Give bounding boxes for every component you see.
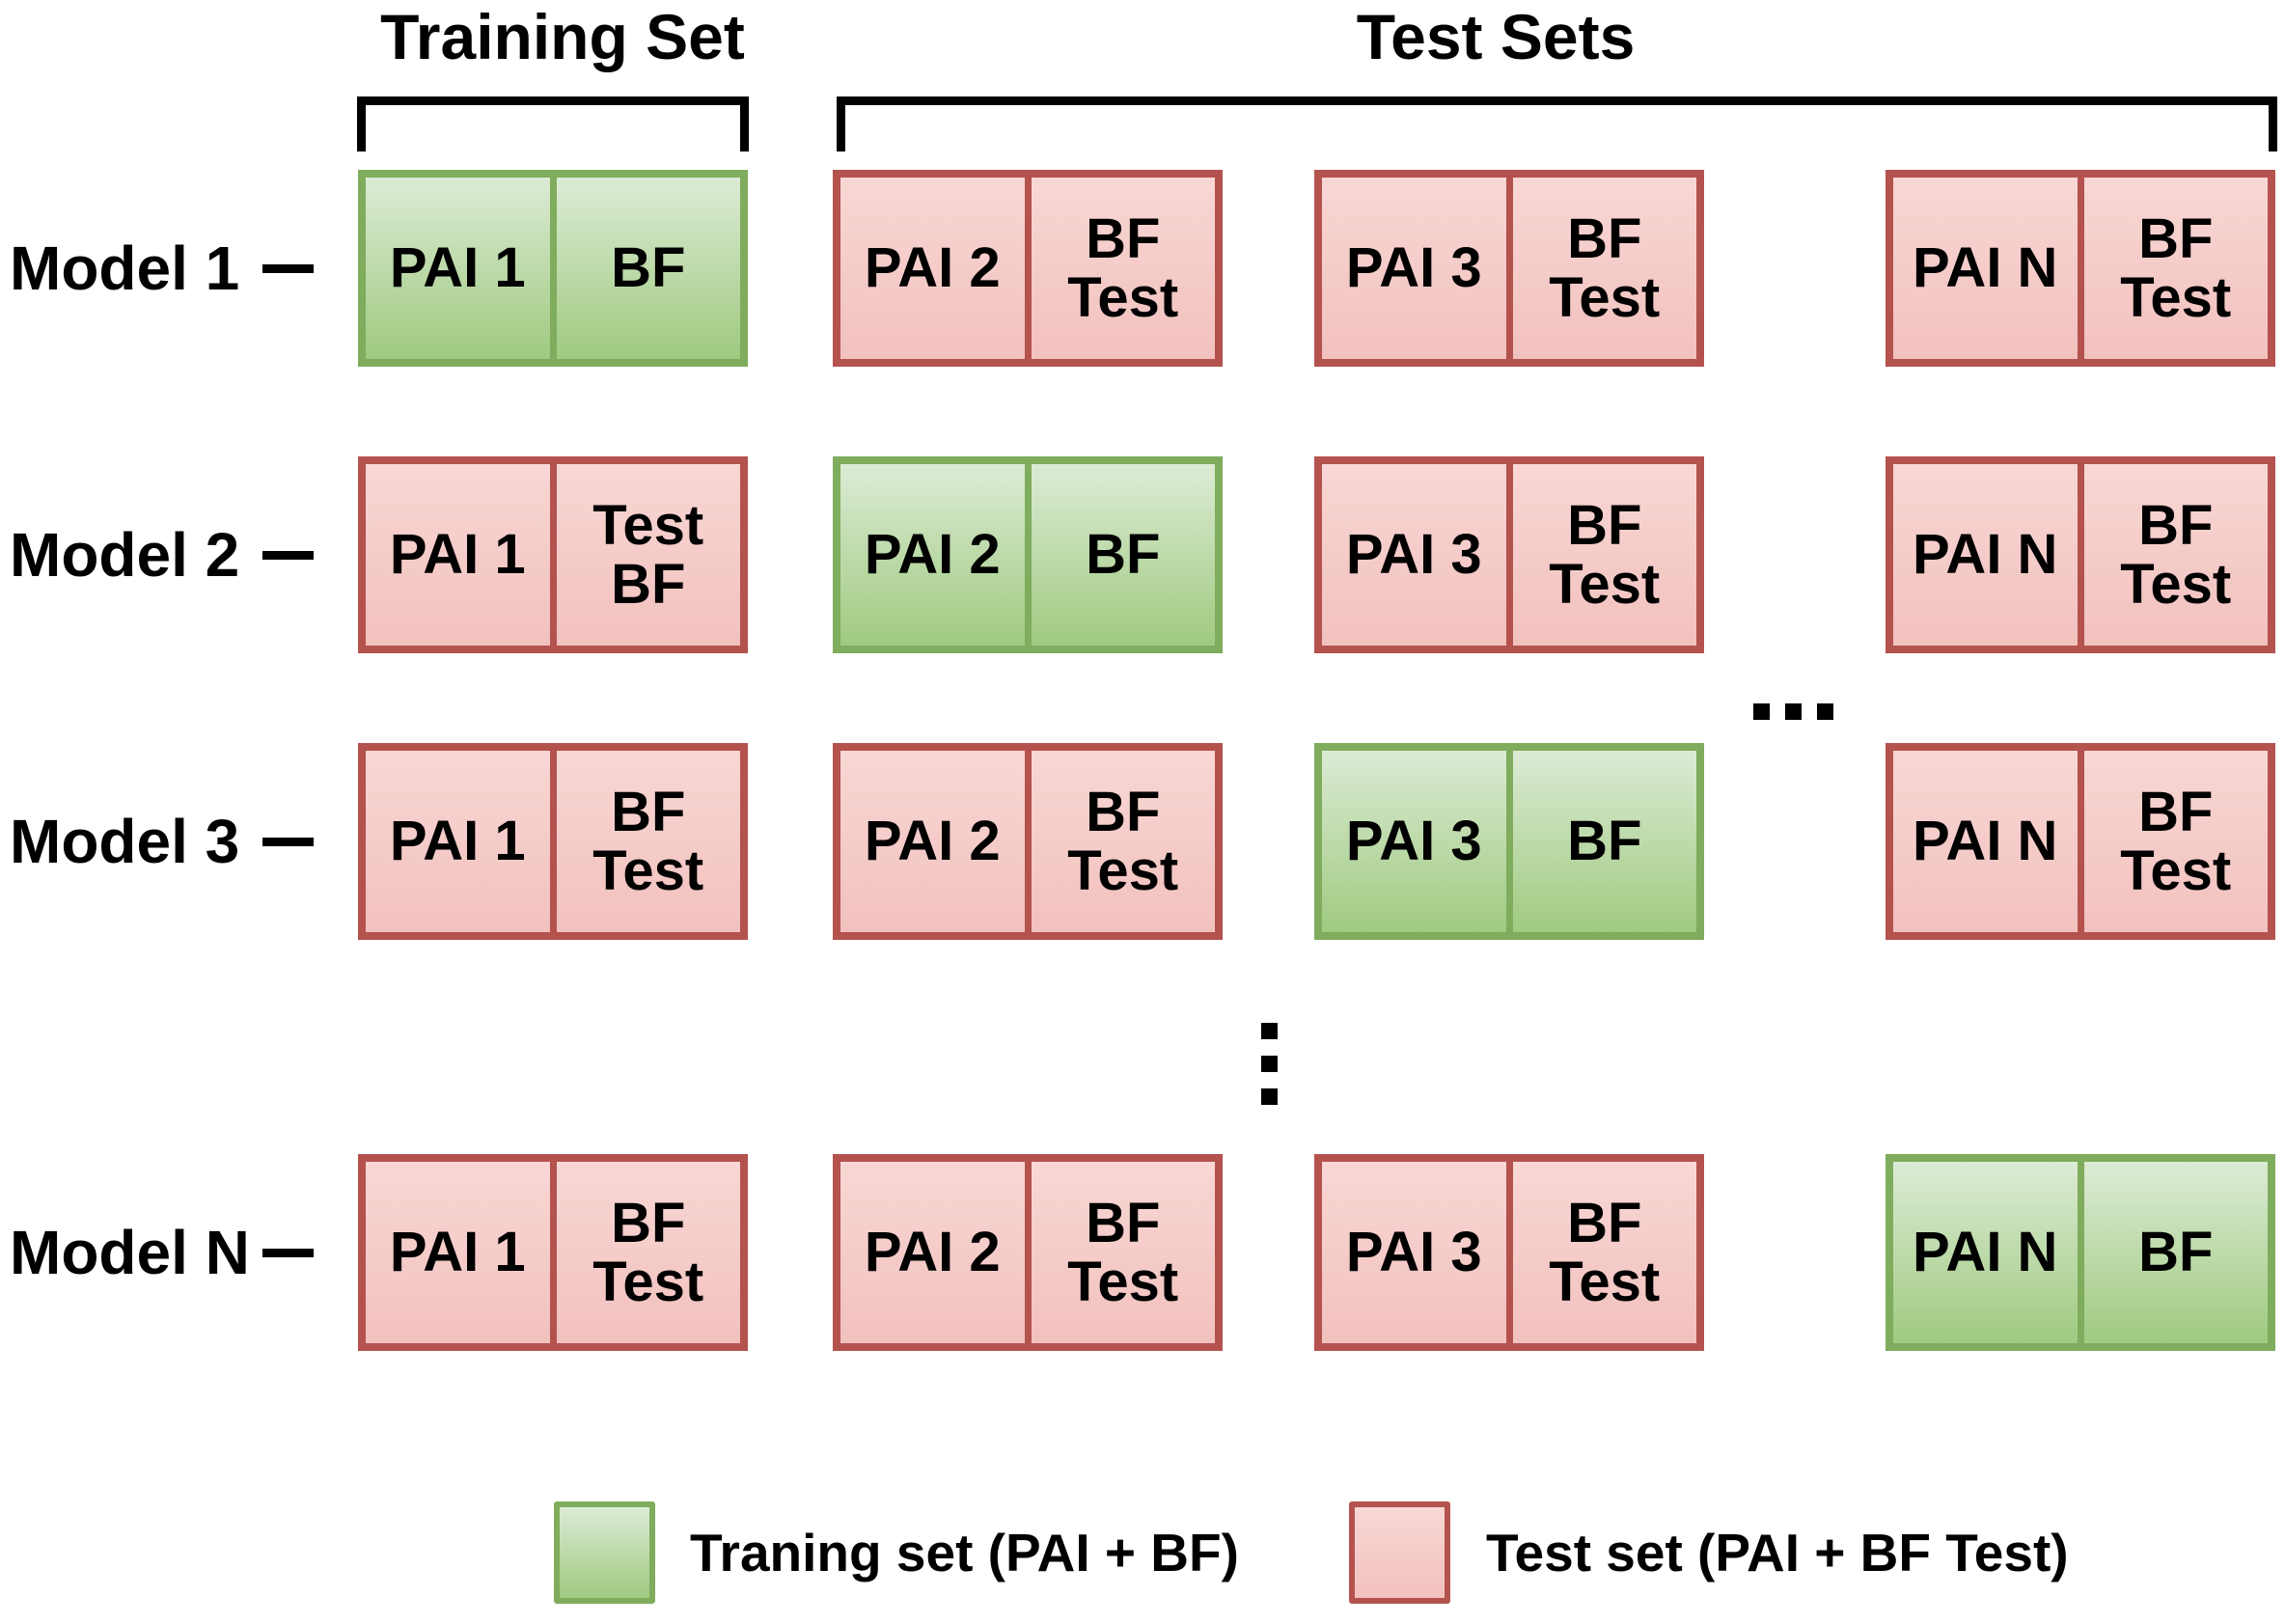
model-label: Model N xyxy=(10,1218,250,1287)
bf-cell: BF xyxy=(2083,1162,2268,1343)
model-dash xyxy=(262,551,314,560)
bf-cell: BF Test xyxy=(1031,178,1215,359)
test-sets-title: Test Sets xyxy=(1356,1,1636,72)
training-set-title: Training Set xyxy=(380,1,745,72)
model-dash xyxy=(262,838,314,846)
pai-cell: PAI 2 xyxy=(840,178,1032,359)
model-label: Model 1 xyxy=(10,234,240,303)
pai-cell: PAI 2 xyxy=(840,751,1032,932)
model-label: Model 2 xyxy=(10,520,240,590)
ellipsis-dot xyxy=(1261,1056,1278,1072)
vertical-ellipsis xyxy=(1261,1023,1278,1105)
legend-swatch-test xyxy=(1349,1501,1450,1604)
pai-cell: PAI N xyxy=(1893,464,2084,646)
ellipsis-dot xyxy=(1753,703,1770,720)
bf-cell: BF Test xyxy=(1512,1162,1696,1343)
pai-cell: PAI 1 xyxy=(366,751,557,932)
pai-cell: PAI 3 xyxy=(1322,1162,1513,1343)
pai-cell: PAI 3 xyxy=(1322,464,1513,646)
model-dash xyxy=(262,1249,314,1257)
bf-cell: BF Test xyxy=(1512,464,1696,646)
legend-label-test: Test set (PAI + BF Test) xyxy=(1486,1523,2069,1583)
legend-swatch-training xyxy=(554,1501,655,1604)
ellipsis-dot xyxy=(1785,703,1802,720)
pai-cell: PAI 2 xyxy=(840,1162,1032,1343)
bf-cell: BF xyxy=(1031,464,1215,646)
bf-cell: BF Test xyxy=(1031,1162,1215,1343)
ellipsis-dot xyxy=(1261,1088,1278,1105)
bf-cell: BF Test xyxy=(2083,178,2268,359)
bf-cell: BF xyxy=(556,178,740,359)
pai-cell: PAI 1 xyxy=(366,1162,557,1343)
bf-cell: BF Test xyxy=(1512,178,1696,359)
model-dash xyxy=(262,264,314,273)
ellipsis-dot xyxy=(1261,1023,1278,1039)
legend-label-training: Traning set (PAI + BF) xyxy=(690,1523,1239,1583)
bf-cell: BF Test xyxy=(1031,751,1215,932)
bf-cell: BF Test xyxy=(2083,751,2268,932)
bf-cell: BF Test xyxy=(556,1162,740,1343)
pai-cell: PAI N xyxy=(1893,178,2084,359)
pai-cell: PAI 1 xyxy=(366,464,557,646)
pai-cell: PAI N xyxy=(1893,1162,2084,1343)
pai-cell: PAI 3 xyxy=(1322,751,1513,932)
model-label: Model 3 xyxy=(10,807,240,876)
horizontal-ellipsis xyxy=(1753,703,1833,720)
pai-cell: PAI 2 xyxy=(840,464,1032,646)
bf-cell: BF Test xyxy=(556,751,740,932)
pai-cell: PAI 3 xyxy=(1322,178,1513,359)
test-sets-bracket xyxy=(837,96,2277,151)
pai-cell: PAI 1 xyxy=(366,178,557,359)
pai-cell: PAI N xyxy=(1893,751,2084,932)
training-set-bracket xyxy=(357,96,749,151)
ellipsis-dot xyxy=(1817,703,1833,720)
bf-cell: BF Test xyxy=(2083,464,2268,646)
bf-cell: Test BF xyxy=(556,464,740,646)
bf-cell: BF xyxy=(1512,751,1696,932)
